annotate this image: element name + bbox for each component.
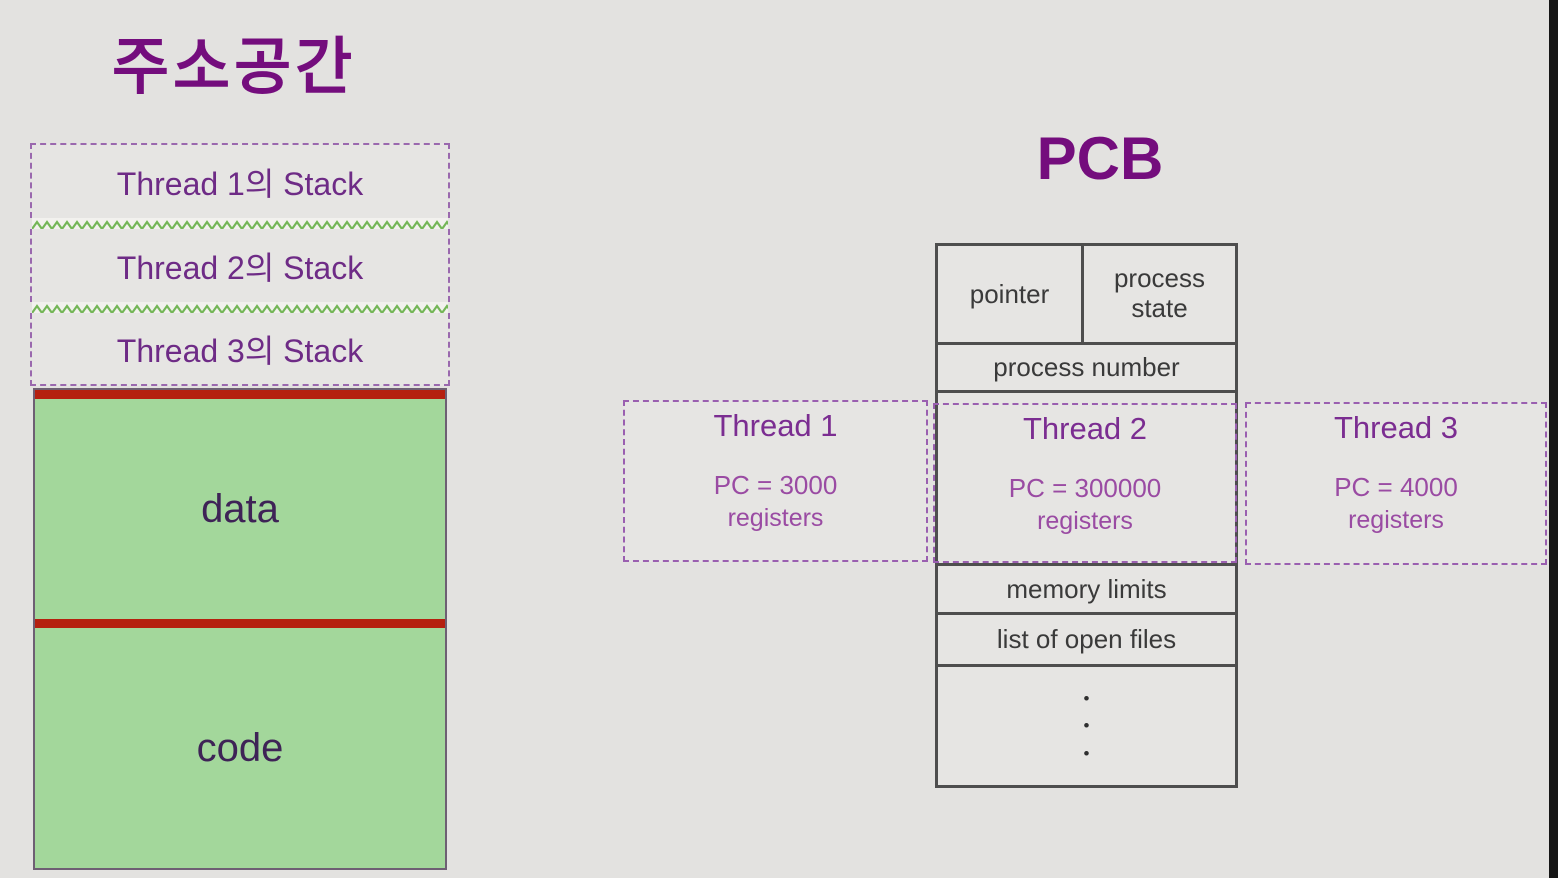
zigzag-line: [32, 304, 448, 315]
pcb-title: PCB: [1036, 125, 1164, 192]
pcb-cell-process-state: process state: [1084, 246, 1235, 342]
thread2-pcb-box: Thread 2 PC = 300000 registers: [933, 403, 1237, 563]
process-state-label: process state: [1113, 263, 1206, 323]
thread1-registers: registers: [727, 504, 824, 532]
code-label: code: [196, 725, 284, 770]
red-divider-middle: [35, 619, 445, 628]
zigzag-divider: [32, 302, 448, 315]
pcb-row-open-files: list of open files: [938, 615, 1235, 667]
thread2-registers: registers: [1037, 507, 1133, 535]
thread3-stack-label: Thread 3의 Stack: [116, 332, 364, 369]
pointer-label: pointer: [969, 278, 1050, 309]
zigzag-line: [32, 220, 448, 231]
pcb-cell-pointer: pointer: [938, 246, 1084, 342]
memory-limits-label: memory limits: [1006, 573, 1167, 604]
address-space-title: 주소공간: [112, 33, 357, 102]
pcb-row-thread-area: [938, 393, 1235, 566]
thread3-registers: registers: [1348, 506, 1444, 534]
data-section: data: [35, 399, 445, 619]
pcb-row-memory-limits: memory limits: [938, 566, 1235, 615]
data-label: data: [201, 486, 279, 531]
screen-right-edge-bar: [1549, 0, 1558, 878]
thread3-pc: PC = 4000: [1334, 472, 1458, 502]
thread1-name: Thread 1: [713, 408, 838, 443]
open-files-label: list of open files: [996, 624, 1177, 654]
pcb-row-process-number: process number: [938, 345, 1235, 393]
zigzag-divider: [32, 218, 448, 231]
thread1-pcb-box: Thread 1 PC = 3000 registers: [623, 400, 928, 562]
ellipsis-dots: • • •: [1083, 689, 1090, 763]
thread2-pc: PC = 300000: [1008, 473, 1162, 503]
data-code-segment: data code: [33, 388, 447, 870]
thread1-pc: PC = 3000: [713, 470, 838, 500]
thread1-stack-box: Thread 1의 Stack: [30, 143, 450, 218]
thread3-pcb-box: Thread 3 PC = 4000 registers: [1245, 402, 1547, 565]
thread1-stack-label: Thread 1의 Stack: [116, 165, 364, 202]
red-divider-top: [35, 390, 445, 399]
code-section: code: [35, 628, 445, 868]
thread2-stack-box: Thread 2의 Stack: [30, 229, 450, 302]
pcb-table: pointer process state process number mem…: [935, 243, 1238, 788]
pcb-row-ellipsis: • • •: [938, 667, 1235, 785]
thread2-name: Thread 2: [1022, 411, 1148, 446]
process-number-label: process number: [993, 352, 1180, 382]
pcb-row-pointer-state: pointer process state: [938, 246, 1235, 345]
thread2-stack-label: Thread 2의 Stack: [116, 249, 364, 286]
thread3-name: Thread 3: [1333, 410, 1459, 445]
thread3-stack-box: Thread 3의 Stack: [30, 313, 450, 386]
